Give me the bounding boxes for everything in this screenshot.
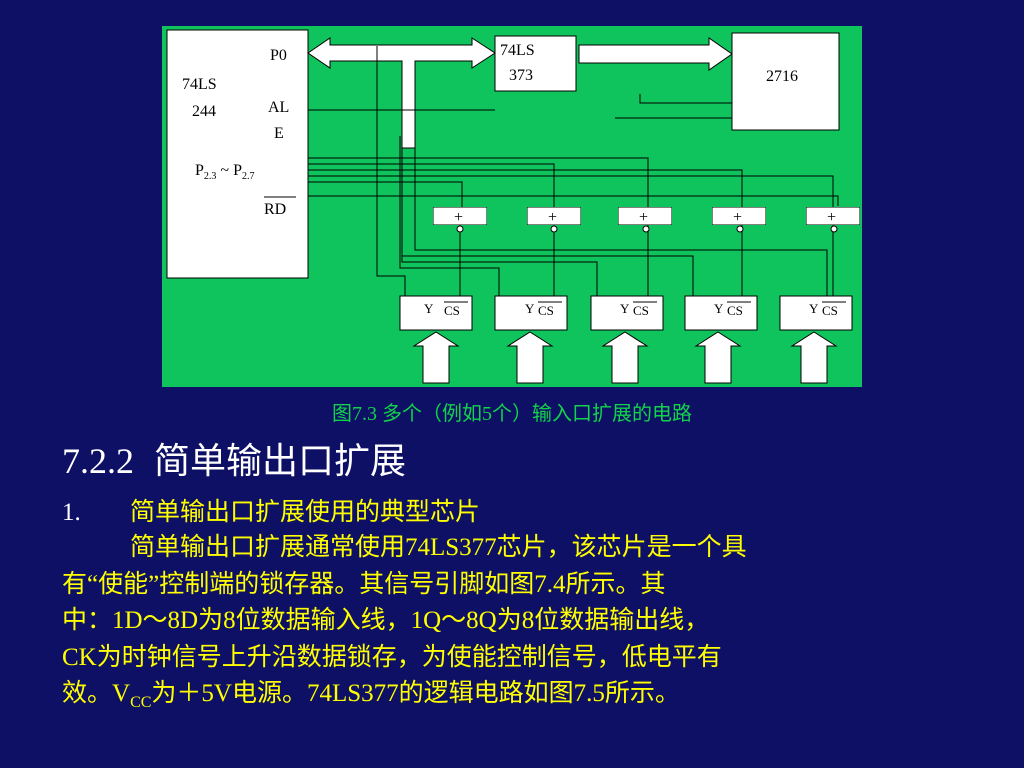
vcc-subscript: CC <box>130 694 152 711</box>
pin-p0-label: P0 <box>270 47 287 64</box>
pin-p2-range-label: P2.3~P2.7 <box>195 162 254 182</box>
port-4-pin-y: Y <box>714 301 724 316</box>
port-5-pin-cs: CS <box>822 303 838 318</box>
paragraph-line-2: 有“使能”控制端的锁存器。其信号引脚如图7.4所示。其 <box>62 570 666 598</box>
paragraph-line-4: CK为时钟信号上升沿数据锁存，为使能控制信号，低电平有 <box>62 643 722 671</box>
subheading-index: 1. <box>62 499 81 526</box>
or-gate-1: + <box>433 207 487 233</box>
chip-74ls244: 74LS 244 P0 AL E P2.3~P2.7 RD <box>166 29 309 279</box>
or-gate-4: + <box>712 207 766 233</box>
port-2-pin-y: Y <box>525 301 535 316</box>
paragraph-line-5-end: 为＋5V电源。74LS377的逻辑电路如图7.5所示。 <box>151 680 680 707</box>
or-gate-5: + <box>806 207 860 233</box>
input-arrow-2 <box>506 331 554 384</box>
port-1-pin-cs: CS <box>444 303 460 318</box>
chip-74ls373-line1: 74LS <box>500 42 535 59</box>
pin-ale-label-1: AL <box>268 99 289 116</box>
body-paragraph: 简单输出口扩展通常使用74LS377芯片，该芯片是一个具 有“使能”控制端的锁存… <box>62 530 972 713</box>
input-port-2: Y CS <box>494 295 568 384</box>
port-4-pin-cs: CS <box>727 303 743 318</box>
or-gate-1-symbol: + <box>454 209 463 226</box>
or-gate-3: + <box>618 207 672 233</box>
chip-74ls373: 74LS 373 <box>494 35 577 92</box>
data-bus-arrow <box>307 37 496 149</box>
address-arrow <box>578 37 733 71</box>
or-gate-5-symbol: + <box>827 209 836 226</box>
pin-rd-label: RD <box>264 201 286 218</box>
section-heading: 7.2.2 简单输出口扩展 <box>62 432 406 484</box>
wiring <box>308 46 839 296</box>
chip-74ls244-line2: 244 <box>192 103 216 120</box>
or-gate-2-symbol: + <box>548 209 557 226</box>
section-number: 7.2.2 <box>62 441 134 481</box>
port-3-pin-y: Y <box>620 301 630 316</box>
subheading-text: 简单输出口扩展使用的典型芯片 <box>130 499 481 526</box>
figure-caption: 图7.3 多个（例如5个）输入口扩展的电路 <box>332 403 692 425</box>
input-arrow-3 <box>601 331 649 384</box>
input-arrow-5 <box>790 331 838 384</box>
chip-2716: 2716 <box>731 32 840 131</box>
input-port-1: Y CS <box>399 295 473 384</box>
input-port-5: Y CS <box>779 295 853 384</box>
paragraph-line-1: 简单输出口扩展通常使用74LS377芯片，该芯片是一个具 <box>130 534 747 561</box>
subheading: 1. 简单输出口扩展使用的典型芯片 <box>62 492 480 528</box>
paragraph-line-3: 中：1D～8D为8位数据输入线，1Q～8Q为8位数据输出线， <box>62 607 710 634</box>
input-port-3: Y CS <box>590 295 664 384</box>
paragraph-line-5: 效。VCC为＋5V电源。74LS377的逻辑电路如图7.5所示。 <box>62 676 972 713</box>
chip-74ls244-line1: 74LS <box>182 76 217 93</box>
port-3-pin-cs: CS <box>633 303 649 318</box>
input-arrow-1 <box>412 331 460 384</box>
or-gate-2: + <box>527 207 581 233</box>
paragraph-line-5-start: 效。V <box>62 680 131 707</box>
circuit-diagram: 74LS 244 P0 AL E P2.3~P2.7 RD 74LS 373 2… <box>162 26 862 387</box>
chip-2716-label: 2716 <box>766 68 798 85</box>
input-arrow-4 <box>694 331 742 384</box>
or-gate-4-symbol: + <box>733 209 742 226</box>
port-5-pin-y: Y <box>809 301 819 316</box>
chip-74ls373-line2: 373 <box>509 67 533 84</box>
input-port-4: Y CS <box>684 295 758 384</box>
port-1-pin-y: Y <box>424 301 434 316</box>
pin-ale-label-2: E <box>274 125 284 142</box>
section-title-text: 简单输出口扩展 <box>154 441 407 481</box>
or-gate-3-symbol: + <box>639 209 648 226</box>
port-2-pin-cs: CS <box>538 303 554 318</box>
